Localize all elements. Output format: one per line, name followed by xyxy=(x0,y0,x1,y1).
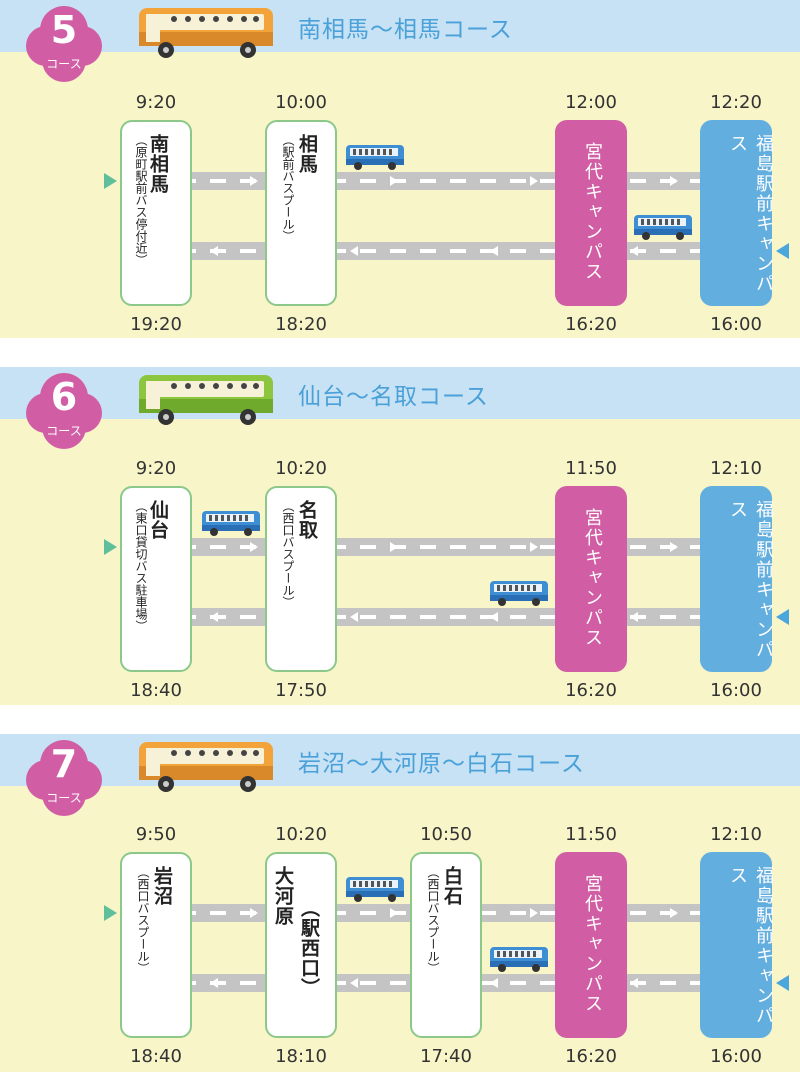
course-number: 5 xyxy=(50,8,78,52)
return-time: 16:00 xyxy=(710,680,762,701)
course-badge: 7 コース xyxy=(22,734,106,818)
departure-time: 11:50 xyxy=(565,824,617,845)
departure-time: 9:20 xyxy=(135,458,177,479)
return-time: 19:20 xyxy=(130,314,182,335)
large-bus-icon xyxy=(139,375,273,425)
return-time: 18:20 xyxy=(275,314,327,335)
return-time: 17:50 xyxy=(275,680,327,701)
course-7: 7 コース 岩沼～大河原～白石コース 9:50 岩沼 （西口バスプール） 18:… xyxy=(0,734,800,1072)
end-marker-icon xyxy=(776,975,789,991)
bus-outbound-icon xyxy=(202,511,260,536)
course-6: 6 コース 仙台～名取コース 9:20 仙台 （東口貸切バス駐車場） 18:40… xyxy=(0,367,800,705)
course-header-band xyxy=(0,734,800,786)
course-number: 6 xyxy=(50,375,78,419)
return-time: 16:00 xyxy=(710,1046,762,1067)
course-5: 5 コース 南相馬～相馬コース 9:20 南相馬 （原町駅前バス停付近） 19:… xyxy=(0,0,800,338)
return-time: 18:10 xyxy=(275,1046,327,1067)
course-title: 岩沼～大河原～白石コース xyxy=(298,751,585,777)
large-bus-icon xyxy=(139,8,273,58)
stop-soma: 相馬 （駅前バスプール） xyxy=(265,120,337,306)
stop-minamisoma: 南相馬 （原町駅前バス停付近） xyxy=(120,120,192,306)
return-time: 18:40 xyxy=(130,1046,182,1067)
bus-return-icon xyxy=(490,581,548,606)
course-title: 南相馬～相馬コース xyxy=(298,17,513,43)
start-marker-icon xyxy=(104,905,117,921)
return-time: 16:00 xyxy=(710,314,762,335)
start-marker-icon xyxy=(104,173,117,189)
departure-time: 9:20 xyxy=(135,92,177,113)
bus-return-icon xyxy=(490,947,548,972)
departure-time: 12:10 xyxy=(710,824,762,845)
course-number: 7 xyxy=(50,742,78,786)
departure-time: 12:20 xyxy=(710,92,762,113)
course-badge: 6 コース xyxy=(22,367,106,451)
stop-fukushima-ekimae-campus: 福島駅前キャンパス xyxy=(700,486,774,672)
stop-miyashiro-campus: 宮代キャンパス xyxy=(555,120,627,306)
course-title: 仙台～名取コース xyxy=(298,384,489,410)
course-header-band xyxy=(0,367,800,419)
departure-time: 10:00 xyxy=(275,92,327,113)
bus-return-icon xyxy=(634,215,692,240)
stop-fukushima-ekimae-campus: 福島駅前キャンパス xyxy=(700,852,774,1038)
departure-time: 10:50 xyxy=(420,824,472,845)
stop-fukushima-ekimae-campus: 福島駅前キャンパス xyxy=(700,120,774,306)
stop-ogawara: 大河原 （駅西口） xyxy=(265,852,337,1038)
course-badge: 5 コース xyxy=(22,0,106,84)
course-badge-label: コース xyxy=(46,791,82,805)
stop-iwanuma: 岩沼 （西口バスプール） xyxy=(120,852,192,1038)
stop-miyashiro-campus: 宮代キャンパス xyxy=(555,852,627,1038)
large-bus-icon xyxy=(139,742,273,792)
start-marker-icon xyxy=(104,539,117,555)
departure-time: 12:10 xyxy=(710,458,762,479)
stop-miyashiro-campus: 宮代キャンパス xyxy=(555,486,627,672)
departure-time: 10:20 xyxy=(275,458,327,479)
stop-shiroishi: 白石 （西口バスプール） xyxy=(410,852,482,1038)
departure-time: 9:50 xyxy=(135,824,177,845)
end-marker-icon xyxy=(776,609,789,625)
departure-time: 10:20 xyxy=(275,824,327,845)
departure-time: 11:50 xyxy=(565,458,617,479)
return-time: 18:40 xyxy=(130,680,182,701)
stop-sendai: 仙台 （東口貸切バス駐車場） xyxy=(120,486,192,672)
bus-outbound-icon xyxy=(346,877,404,902)
course-header-band xyxy=(0,0,800,52)
course-badge-label: コース xyxy=(46,57,82,71)
return-time: 16:20 xyxy=(565,1046,617,1067)
end-marker-icon xyxy=(776,243,789,259)
bus-outbound-icon xyxy=(346,145,404,170)
stop-natori: 名取 （西口バスプール） xyxy=(265,486,337,672)
departure-time: 12:00 xyxy=(565,92,617,113)
course-badge-label: コース xyxy=(46,424,82,438)
return-time: 16:20 xyxy=(565,314,617,335)
return-time: 17:40 xyxy=(420,1046,472,1067)
return-time: 16:20 xyxy=(565,680,617,701)
